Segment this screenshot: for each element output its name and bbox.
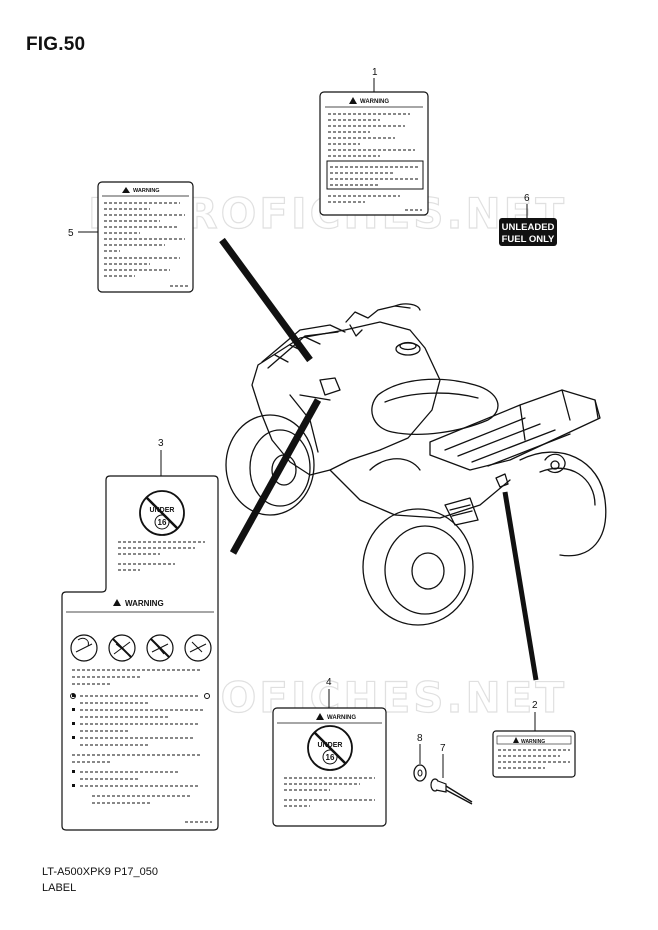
part-label-3: 3 UNDER 16 WARNING	[61, 438, 219, 831]
label-3-warning-title: WARNING	[125, 599, 164, 608]
part-label-4: 4 WARNING UNDER 16	[272, 677, 387, 827]
callout-8: 8	[417, 733, 423, 744]
label-1-warning-title: WARNING	[360, 99, 389, 105]
label-3-under-text: UNDER	[150, 507, 175, 514]
part-label-5: 5 WARNING	[68, 181, 194, 293]
label-3-age-text: 16	[158, 518, 167, 527]
label-4-under-text: UNDER	[318, 742, 343, 749]
callout-1: 1	[372, 67, 378, 78]
callout-5: 5	[68, 228, 74, 239]
part-label-6: 6 UNLEADED FUEL ONLY	[499, 193, 557, 246]
leader-label-2	[502, 491, 539, 681]
figure-title: FIG.50	[26, 34, 86, 55]
part-label-1: 1 WARNING	[319, 67, 429, 216]
callout-3: 3	[158, 438, 164, 449]
callout-4: 4	[326, 677, 332, 688]
label-5-warning-title: WARNING	[133, 188, 160, 194]
part-7-pin: 7	[430, 743, 473, 805]
label-6-line2: FUEL ONLY	[502, 234, 555, 245]
label-2-warning-title: WARNING	[521, 739, 545, 745]
callout-6: 6	[524, 193, 530, 204]
atv-illustration	[225, 303, 607, 626]
part-label-2: 2 WARNING	[492, 700, 576, 778]
leader-label-3-upper	[219, 237, 313, 363]
figure-code: LT-A500XPK9 P17_050	[42, 866, 158, 878]
label-4-age-text: 16	[326, 753, 335, 762]
figure-section-label: LABEL	[42, 882, 77, 894]
label-6-line1: UNLEADED	[502, 222, 555, 233]
callout-7: 7	[440, 743, 446, 754]
label-4-warning-title: WARNING	[327, 715, 356, 721]
leader-label-3-lower	[229, 398, 322, 555]
part-8-washer: 8	[413, 733, 427, 782]
callout-2: 2	[532, 700, 538, 711]
